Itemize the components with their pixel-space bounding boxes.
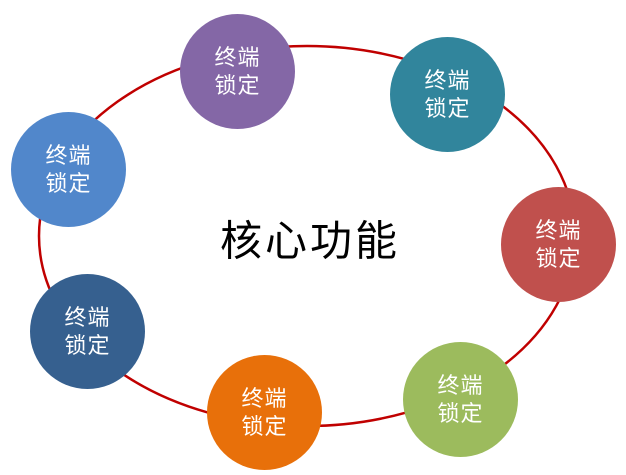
cycle-node-label: 终端 锁定 xyxy=(214,45,261,98)
cycle-node-label: 终端 锁定 xyxy=(535,218,582,271)
cycle-node-label: 终端 锁定 xyxy=(45,143,92,196)
cycle-node-label: 终端 锁定 xyxy=(424,68,471,121)
cycle-node-label: 终端 锁定 xyxy=(64,305,111,358)
cycle-node-label: 终端 锁定 xyxy=(437,373,484,426)
cycle-node-left: 终端 锁定 xyxy=(11,112,126,227)
cycle-node-top-right: 终端 锁定 xyxy=(390,37,505,152)
cycle-node-right: 终端 锁定 xyxy=(501,187,616,302)
cycle-node-bottom-left: 终端 锁定 xyxy=(30,274,145,389)
cycle-node-top: 终端 锁定 xyxy=(180,14,295,129)
cycle-node-bottom: 终端 锁定 xyxy=(207,355,322,470)
diagram-title: 核心功能 xyxy=(219,217,401,265)
cycle-node-label: 终端 锁定 xyxy=(241,386,288,439)
cycle-node-bottom-right: 终端 锁定 xyxy=(403,342,518,457)
